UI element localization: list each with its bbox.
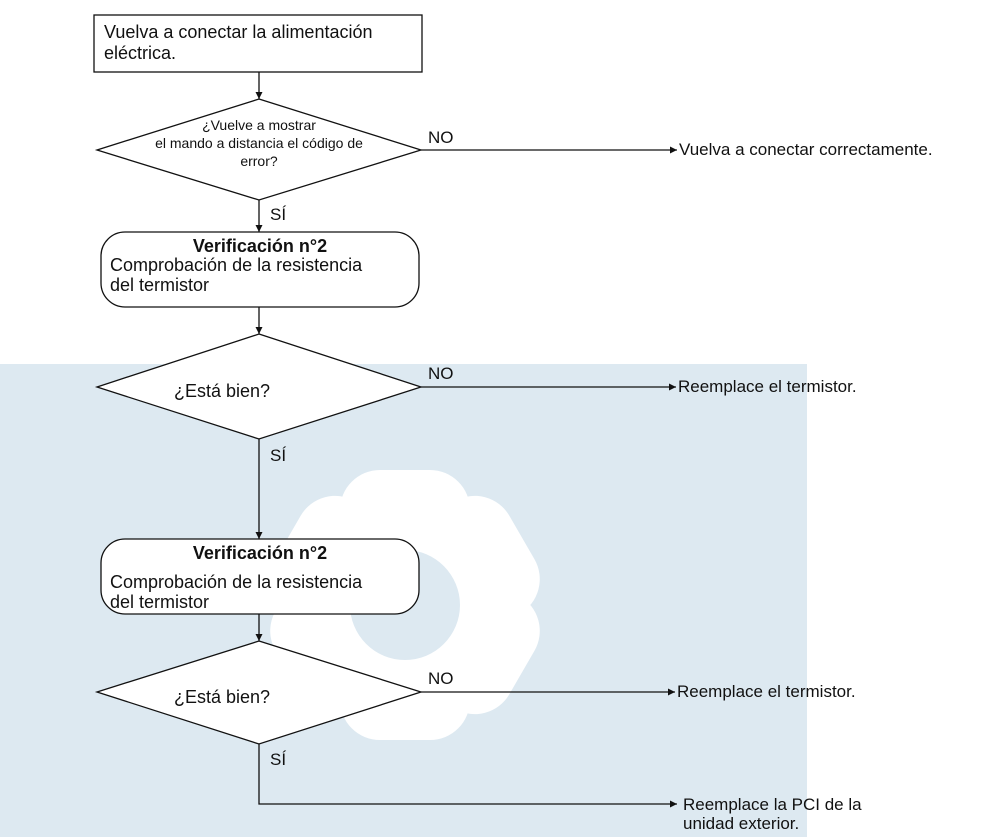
final-result-line1: Reemplace la PCI de la xyxy=(683,795,862,814)
decision1-question-line1: ¿Vuelve a mostrar xyxy=(202,117,316,133)
check-box-2 xyxy=(100,538,420,615)
final-result-line2: unidad exterior. xyxy=(683,814,800,833)
start-box-text-line2: eléctrica. xyxy=(104,43,177,63)
decision1-no-result: Vuelva a conectar correctamente. xyxy=(679,140,933,159)
decision3-no-result: Reemplace el termistor. xyxy=(677,682,856,701)
decision3-yes-label: SÍ xyxy=(270,750,287,769)
check1-title: Verificación n°2 xyxy=(192,236,328,256)
decision2-no-label: NO xyxy=(428,364,454,383)
decision1-yes-label: SÍ xyxy=(270,205,287,224)
decision2-question: ¿Está bien? xyxy=(174,381,271,401)
decision2-no-result: Reemplace el termistor. xyxy=(678,377,857,396)
check2-line2: del termistor xyxy=(110,592,210,612)
yes-arrow-3 xyxy=(258,744,677,808)
check-box-1 xyxy=(100,231,420,308)
check1-line2: del termistor xyxy=(110,275,210,295)
decision1-question-line2: el mando a distancia el código de xyxy=(155,135,363,151)
decision2-yes-label: SÍ xyxy=(270,446,287,465)
check2-title: Verificación n°2 xyxy=(192,543,328,563)
decision3-question: ¿Está bien? xyxy=(174,687,271,707)
start-box-text-line1: Vuelva a conectar la alimentación xyxy=(104,22,373,42)
decision3-no-label: NO xyxy=(428,669,454,688)
check2-line1: Comprobación de la resistencia xyxy=(110,572,363,592)
decision1-no-label: NO xyxy=(428,128,454,147)
check1-line1: Comprobación de la resistencia xyxy=(110,255,363,275)
decision1-question-line3: error? xyxy=(240,153,278,169)
start-box xyxy=(93,14,423,73)
